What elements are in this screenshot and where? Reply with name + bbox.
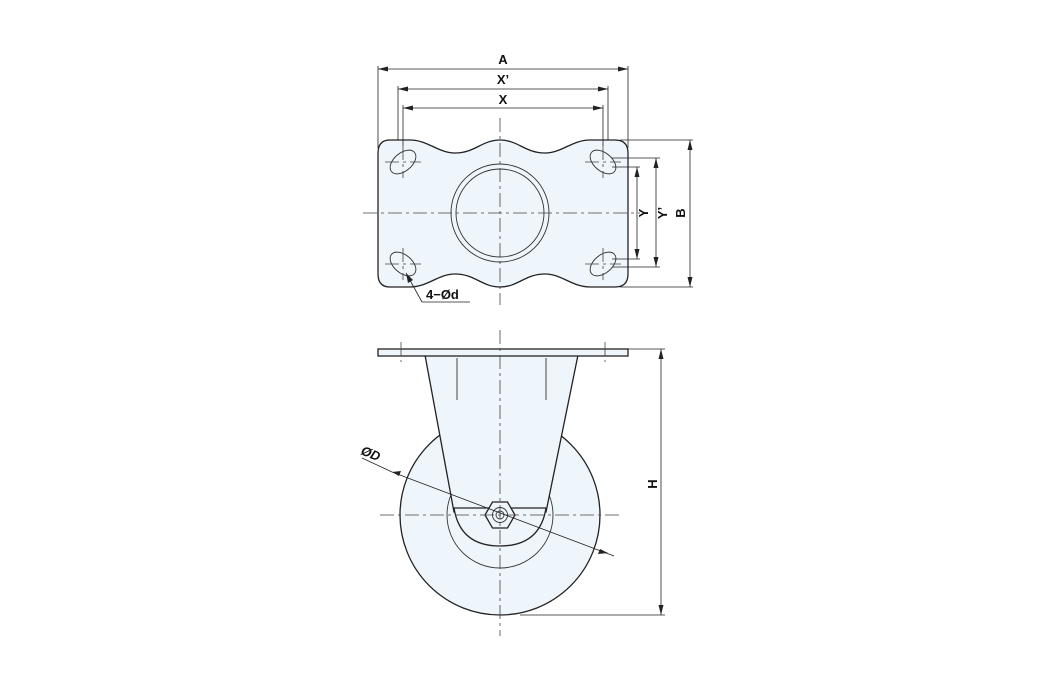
dimension-X-prime: X’ [398, 72, 608, 92]
dimension-X: X [403, 92, 603, 111]
slot-hole-top-right [589, 149, 617, 175]
hole-callout: 4−Ød [405, 272, 470, 303]
dimension-A: A [378, 52, 628, 72]
top-view: A X’ X B Y’ [363, 52, 693, 305]
slot-hole-top-left [389, 149, 417, 175]
label-holes: 4−Ød [426, 287, 459, 302]
dimension-H: H [520, 348, 665, 616]
dimension-Y: Y [634, 167, 651, 259]
label-B: B [673, 208, 688, 217]
label-Y: Y [636, 208, 651, 217]
dimension-Y-prime: Y’ [653, 158, 670, 267]
label-A: A [498, 52, 508, 67]
dimension-D: ØD [359, 443, 615, 557]
label-X-prime: X’ [497, 72, 509, 87]
label-X: X [499, 92, 508, 107]
label-D: ØD [359, 443, 383, 464]
top-plate [377, 348, 629, 357]
dimension-B: B [673, 140, 693, 287]
side-view: ØD H [359, 330, 665, 636]
mounting-plate-outline [377, 139, 629, 288]
slot-hole-bottom-left [389, 251, 417, 277]
label-H: H [645, 479, 660, 488]
label-Y-prime: Y’ [655, 207, 670, 219]
slot-hole-bottom-right [589, 251, 617, 277]
